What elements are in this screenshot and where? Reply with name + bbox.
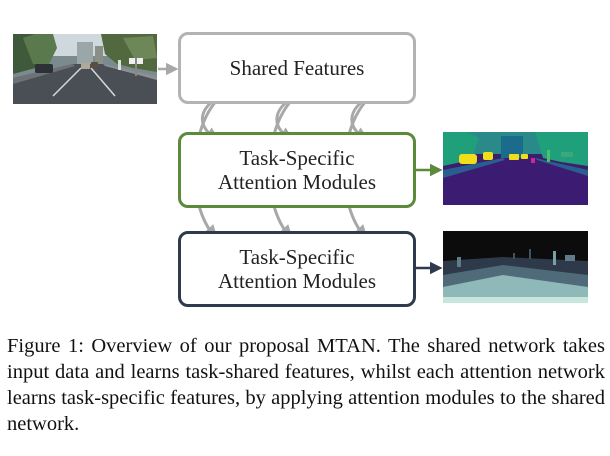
figure-caption: Figure 1: Overview of our proposal MTAN.… [7, 335, 605, 435]
task-box-2-line-1: Task-Specific [239, 245, 355, 269]
task-box-1-line-1: Task-Specific [239, 146, 355, 170]
task-box-1-line-2: Attention Modules [217, 170, 377, 194]
input-street-image [13, 34, 157, 104]
shared-features-box: Shared Features [178, 32, 416, 104]
figure-1: Shared Features Task-Specific Attention … [13, 32, 588, 307]
task-box-2-line-2: Attention Modules [217, 269, 377, 293]
depth-output-image [443, 231, 588, 303]
segmentation-output-image [443, 132, 588, 205]
shared-features-label: Shared Features [229, 56, 365, 80]
task-specific-box-2: Task-Specific Attention Modules [178, 231, 416, 307]
task-specific-box-1: Task-Specific Attention Modules [178, 132, 416, 208]
